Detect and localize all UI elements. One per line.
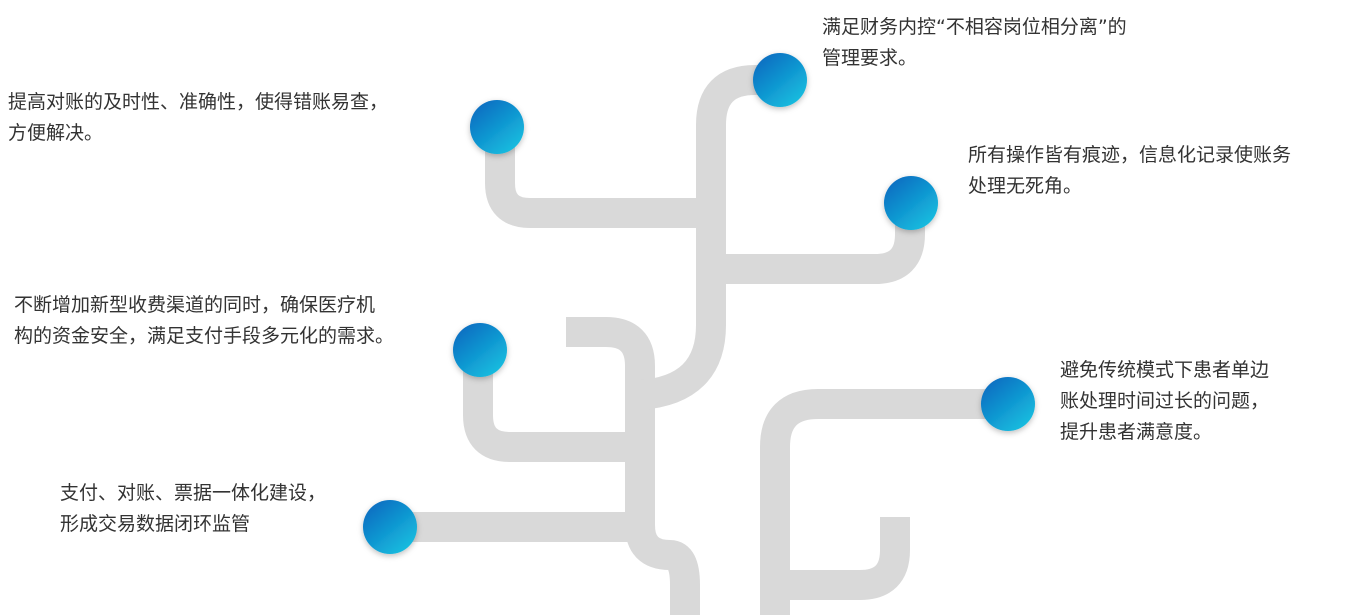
- node-3-dot: [884, 176, 938, 230]
- node-6-line-1: 支付、对账、票据一体化建设，: [60, 482, 327, 504]
- node-3-line-2: 处理无死角。: [968, 175, 1083, 197]
- node-2-line-1: 满足财务内控“不相容岗位相分离”的: [822, 16, 1127, 38]
- branch-node-3: [711, 205, 925, 284]
- node-4-line-2: 构的资金安全，满足支付手段多元化的需求。: [14, 325, 395, 347]
- node-4-line-1: 不断增加新型收费渠道的同时，确保医疗机: [14, 294, 376, 316]
- branch-trunk-right: [760, 389, 1008, 615]
- node-4-dot: [453, 323, 507, 377]
- node-4-label: 不断增加新型收费渠道的同时，确保医疗机 构的资金安全，满足支付手段多元化的需求。: [14, 290, 394, 352]
- node-3-label: 所有操作皆有痕迹，信息化记录使账务 处理无死角。: [968, 140, 1291, 202]
- node-6-line-2: 形成交易数据闭环监管: [60, 513, 251, 535]
- node-2-dot: [753, 53, 807, 107]
- node-5-line-1: 避免传统模式下患者单边: [1060, 359, 1270, 381]
- branch-trunk-left: [566, 317, 700, 615]
- node-5-dot: [981, 377, 1035, 431]
- node-3-line-1: 所有操作皆有痕迹，信息化记录使账务: [968, 144, 1292, 166]
- node-1-line-1: 提高对账的及时性、准确性，使得错账易查，: [8, 91, 389, 113]
- node-5-line-3: 提升患者满意度。: [1060, 421, 1213, 443]
- branch-trunk-upper: [638, 65, 780, 410]
- node-1-dot: [470, 100, 524, 154]
- node-5-label: 避免传统模式下患者单边 账处理时间过长的问题， 提升患者满意度。: [1060, 355, 1269, 448]
- branch-node-1: [485, 128, 711, 228]
- branch-stub-right: [775, 517, 910, 600]
- node-2-label: 满足财务内控“不相容岗位相分离”的 管理要求。: [822, 12, 1127, 74]
- node-1-label: 提高对账的及时性、准确性，使得错账易查， 方便解决。: [8, 87, 388, 149]
- branch-node-4: [463, 350, 640, 462]
- node-6-dot: [363, 500, 417, 554]
- node-2-line-2: 管理要求。: [822, 47, 918, 69]
- node-1-line-2: 方便解决。: [8, 122, 104, 144]
- node-6-label: 支付、对账、票据一体化建设， 形成交易数据闭环监管: [60, 478, 326, 540]
- node-5-line-2: 账处理时间过长的问题，: [1060, 390, 1270, 412]
